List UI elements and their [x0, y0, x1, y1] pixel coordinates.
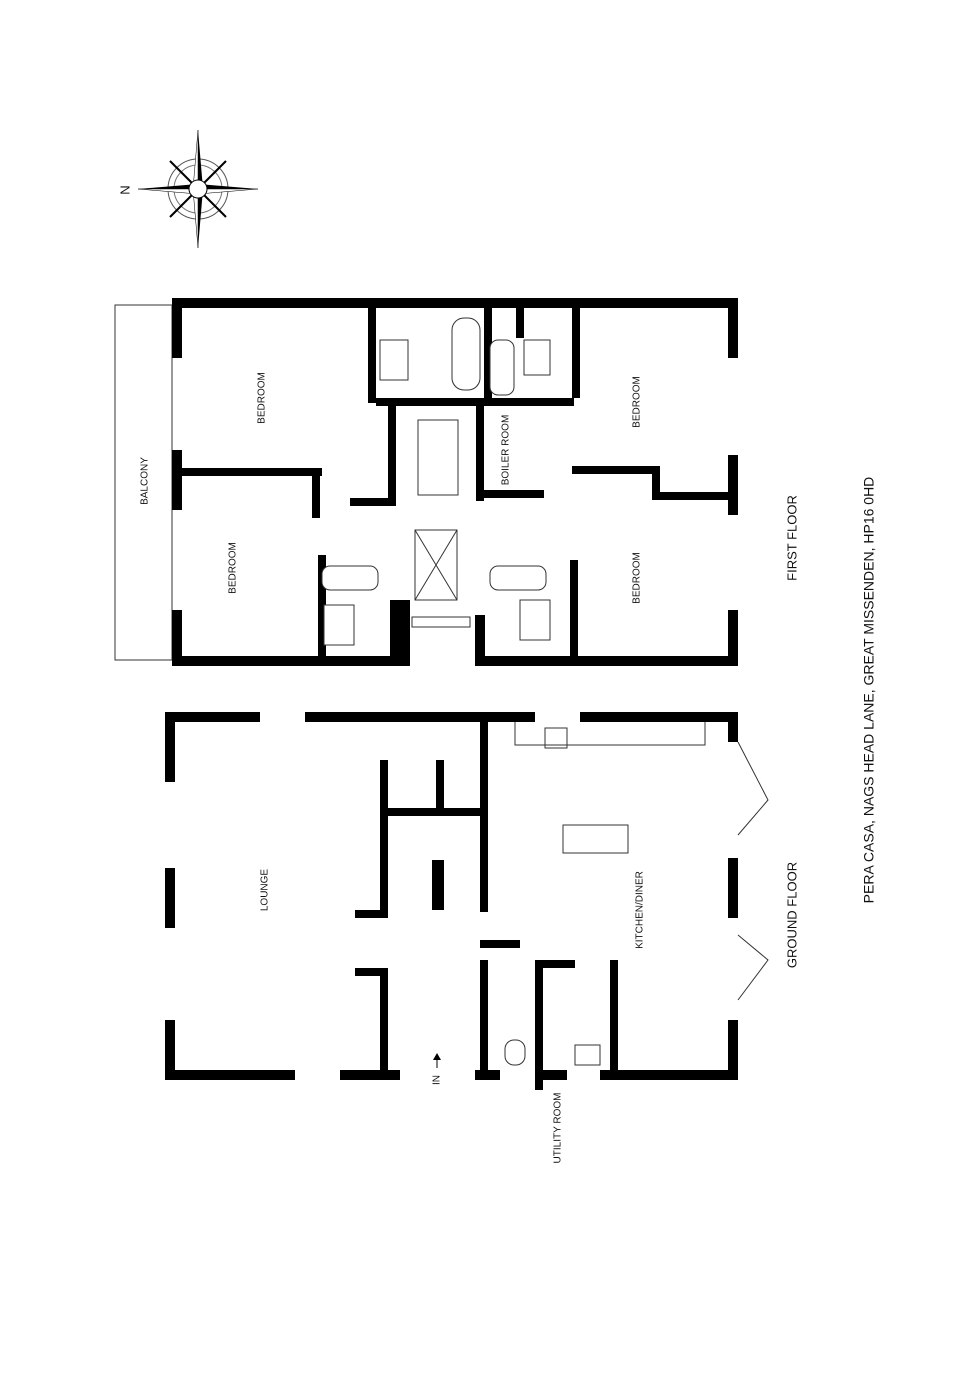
north-label: N: [117, 185, 132, 194]
entrance-label: IN: [432, 1075, 443, 1085]
first-floor-title: FIRST FLOOR: [784, 495, 799, 581]
room-label-kitchen-diner: KITCHEN/DINER: [635, 871, 646, 949]
room-label-lounge: LOUNGE: [260, 869, 271, 912]
room-label-balcony: BALCONY: [140, 457, 151, 505]
entrance-arrow-icon: [433, 1053, 441, 1068]
room-label-bedroom: BEDROOM: [632, 376, 643, 428]
room-label-boiler-room: BOILER ROOM: [501, 415, 512, 486]
compass-rose-icon: [137, 129, 259, 249]
first-floor-plan: [114, 298, 738, 666]
room-label-bedroom: BEDROOM: [228, 542, 239, 594]
room-label-bedroom: BEDROOM: [257, 372, 268, 424]
room-label-bedroom: BEDROOM: [632, 552, 643, 604]
ground-floor-plan: [165, 712, 769, 1090]
ground-floor-title: GROUND FLOOR: [784, 862, 799, 968]
room-label-utility-room: UTILITY ROOM: [553, 1093, 564, 1164]
property-address: PERA CASA, NAGS HEAD LANE, GREAT MISSEND…: [861, 477, 877, 904]
